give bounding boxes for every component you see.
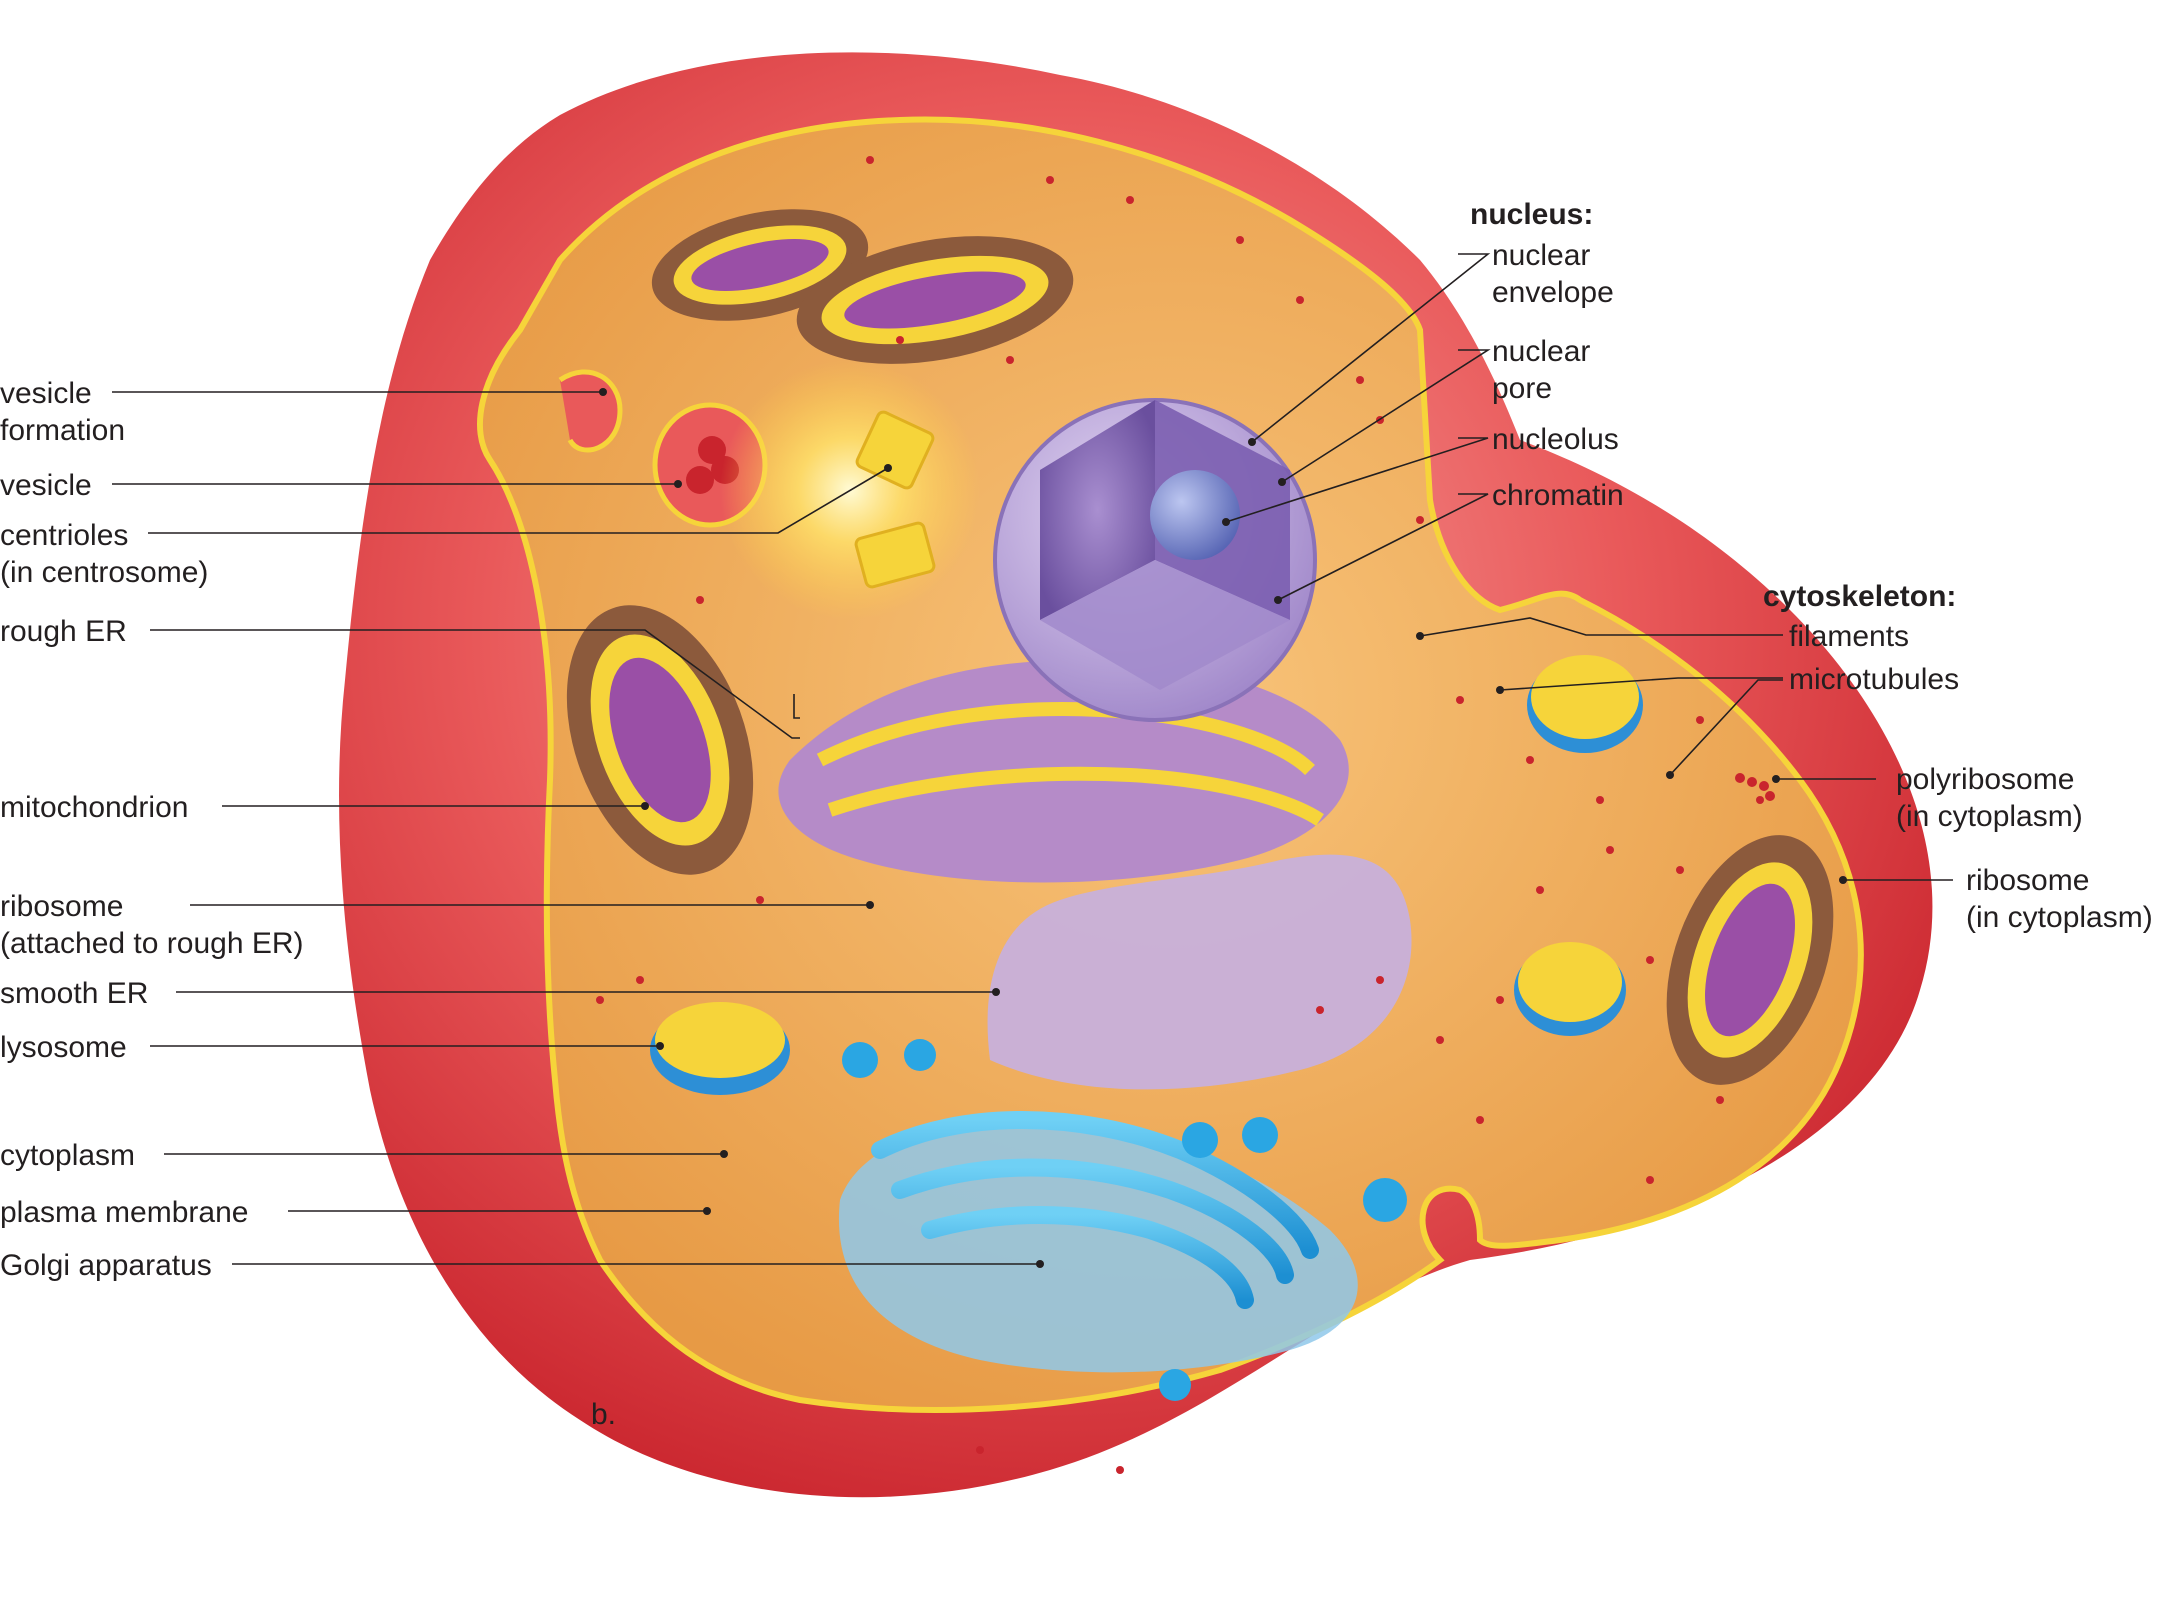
ribosome-dot [1476, 1116, 1484, 1124]
ribosome-dot [866, 156, 874, 164]
ribosome-dot [1756, 796, 1764, 804]
ribosome-dot [1606, 846, 1614, 854]
ribosome-dot [1536, 886, 1544, 894]
ribosome-dot [1456, 696, 1464, 704]
polyribosome-dot [1765, 791, 1775, 801]
golgi-shape [838, 1039, 1407, 1401]
ribosome-dot [636, 976, 644, 984]
ribosome-dot [1126, 196, 1134, 204]
figure-label: b. [591, 1398, 616, 1431]
label-rough-er: rough ER [0, 615, 127, 648]
ribosome-dot [1046, 176, 1054, 184]
ribosome-dot [1716, 1096, 1724, 1104]
ribosome-dot [696, 596, 704, 604]
polyribosome-dot [1735, 773, 1745, 783]
ribosome-dot [1356, 376, 1364, 384]
er-shapes [778, 660, 1412, 1090]
ribosome-dot [1596, 796, 1604, 804]
ribosome-dot [756, 896, 764, 904]
label-mitochondrion: mitochondrion [0, 791, 188, 824]
label-lysosome: lysosome [0, 1031, 127, 1064]
ribosome-dot [1496, 996, 1504, 1004]
leader-dots [599, 388, 1847, 1268]
ribosome-dot [1116, 1466, 1124, 1474]
label-filaments: filaments [1789, 620, 1909, 653]
heading-cytoskeleton: cytoskeleton: [1763, 580, 1956, 613]
polyribosome-dot [1747, 777, 1757, 787]
label-smooth-er: smooth ER [0, 977, 148, 1010]
ribosome-dot [1646, 1176, 1654, 1184]
ribosome-dot [1416, 516, 1424, 524]
label-microtubules: microtubules [1789, 663, 1959, 696]
nucleus-shape [993, 398, 1317, 722]
label-centrioles: centrioles(in centrosome) [0, 519, 208, 589]
ribosome-dot [596, 996, 604, 1004]
label-polyribosome: polyribosome(in cytoplasm) [1896, 763, 2083, 833]
ribosome-dot [976, 1446, 984, 1454]
label-chromatin: chromatin [1492, 479, 1624, 512]
leader-lines [112, 253, 1953, 1265]
label-ribosome-cytoplasm: ribosome(in cytoplasm) [1966, 864, 2153, 934]
ribosome-dot [1376, 976, 1384, 984]
label-cytoplasm: cytoplasm [0, 1139, 135, 1172]
label-plasma-membrane: plasma membrane [0, 1196, 248, 1229]
mitochondrion-shapes [566, 209, 1834, 1085]
label-nucleolus: nucleolus [1492, 423, 1619, 456]
ribosome-dot [1436, 1036, 1444, 1044]
label-ribosome-attached: ribosome(attached to rough ER) [0, 890, 304, 960]
ribosome-dot [896, 336, 904, 344]
ribosome-dot [1296, 296, 1304, 304]
ribosome-dot [1526, 756, 1534, 764]
ribosome-dot [1006, 356, 1014, 364]
heading-nucleus: nucleus: [1470, 198, 1593, 231]
ribosome-dot [1316, 1006, 1324, 1014]
label-golgi: Golgi apparatus [0, 1249, 212, 1282]
ribosome-dot [1646, 956, 1654, 964]
ribosome-dot [1676, 866, 1684, 874]
ribosome-dot [1236, 236, 1244, 244]
lysosome-shapes [650, 655, 1643, 1095]
ribosome-dot [1696, 716, 1704, 724]
ribosome-dots [596, 156, 1775, 1474]
label-vesicle: vesicle [0, 469, 92, 502]
polyribosome-dot [1759, 781, 1769, 791]
